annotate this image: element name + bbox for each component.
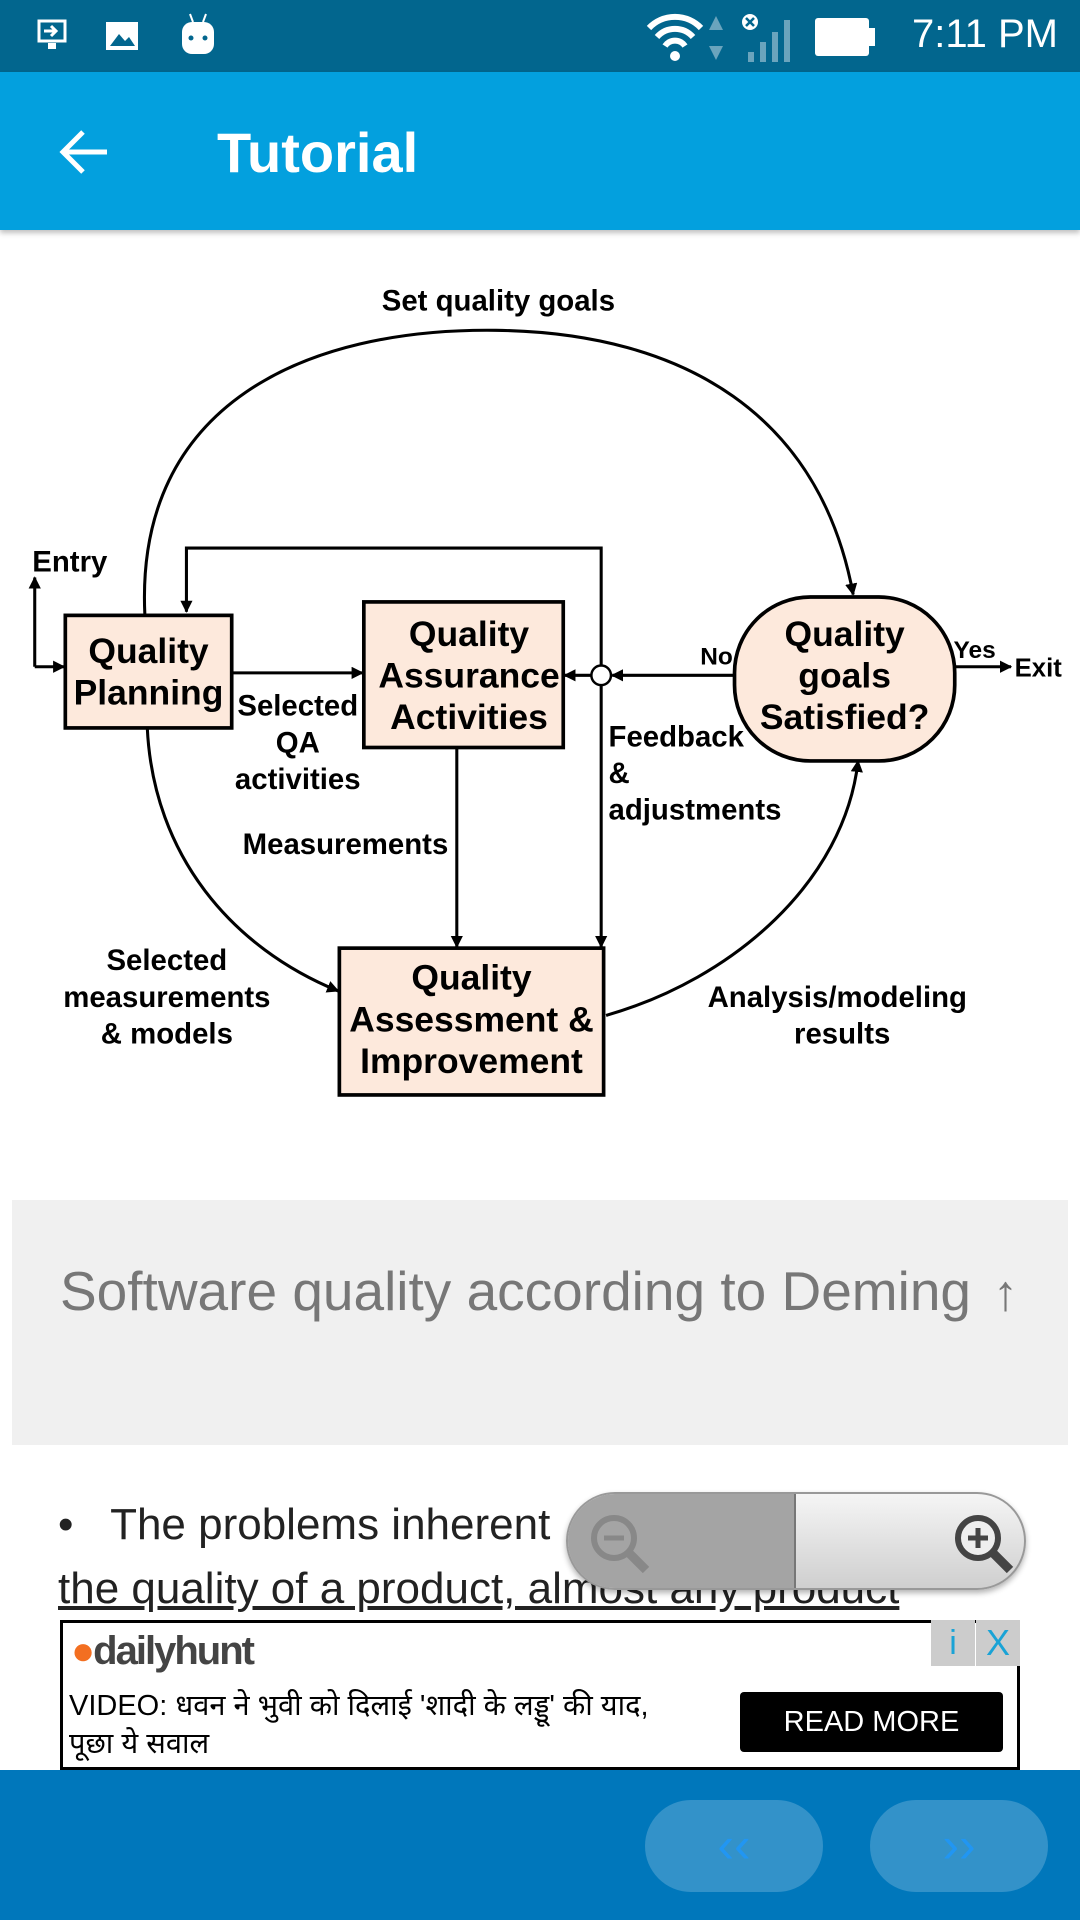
qa-label: Assurance	[378, 656, 559, 696]
close-ad-button[interactable]: X	[976, 1620, 1020, 1666]
analysis-label: results	[794, 1018, 890, 1051]
section-heading-text: Software quality according to Deming	[60, 1260, 972, 1322]
selected-measurements-label: Selected	[106, 944, 227, 977]
label-set-goals: Set quality goals	[382, 285, 615, 318]
zoom-out-button[interactable]	[568, 1494, 796, 1588]
qa-label: Quality	[409, 614, 530, 654]
page-title: Tutorial	[217, 121, 419, 184]
planning-label: Quality	[88, 631, 209, 671]
feedback-junction	[590, 664, 613, 687]
app-bar: Tutorial	[0, 72, 1080, 230]
zoom-out-icon	[591, 1515, 650, 1574]
set-goals-arc	[142, 328, 858, 615]
selected-qa-label: Selected	[237, 690, 358, 723]
quality-process-diagram: Set quality goals Entry Quality Planning…	[28, 285, 1063, 1097]
selected-measurements-label: measurements	[63, 981, 270, 1014]
next-button[interactable]: ››	[870, 1800, 1048, 1892]
battery-icon	[815, 18, 875, 56]
arrow-up-icon[interactable]: ↑	[993, 1265, 1019, 1321]
dailyhunt-logo: ●dailyhunt	[71, 1629, 255, 1673]
data-arrows-icon	[709, 16, 723, 60]
selected-qa-label: activities	[235, 763, 361, 796]
goals-label: Quality	[785, 614, 906, 654]
clock: 7:11 PM	[912, 12, 1058, 56]
assessment-label: Quality	[411, 958, 532, 998]
info-icon[interactable]: i	[931, 1620, 975, 1666]
arrow-left-icon[interactable]	[55, 122, 115, 182]
zoom-control	[566, 1492, 1026, 1590]
no-label: No	[700, 643, 733, 670]
analysis-arc	[605, 759, 863, 1017]
analysis-label: Analysis/modeling	[708, 981, 967, 1014]
bottom-nav: ‹‹ ››	[0, 1770, 1080, 1920]
feedback-label: Feedback	[609, 720, 745, 753]
qa-label: Activities	[390, 697, 548, 737]
planning-label: Planning	[74, 673, 224, 713]
wifi-icon	[646, 13, 704, 61]
zoom-in-button[interactable]	[796, 1494, 1024, 1588]
status-bar: 7:11 PM	[0, 0, 1080, 72]
selected-measurements-label: & models	[101, 1018, 233, 1051]
assessment-box	[337, 946, 606, 1097]
selected-measurements-arc	[145, 727, 340, 993]
zoom-in-icon	[955, 1515, 1014, 1574]
goals-decision	[732, 595, 957, 763]
exit-label: Exit	[1015, 655, 1063, 683]
assessment-label: Improvement	[360, 1041, 583, 1081]
ad-text[interactable]: VIDEO: धवन ने भुवी को दिलाई 'शादी के लड्…	[69, 1690, 649, 1760]
section-heading: Software quality according to Deming ↑	[12, 1200, 1068, 1445]
feedback-label: &	[609, 757, 630, 790]
quality-planning-box	[63, 613, 234, 730]
android-icon	[182, 13, 214, 54]
signal-icon	[742, 14, 790, 62]
qa-activities-box	[361, 600, 566, 750]
feedback-to-planning-arrow	[180, 546, 603, 666]
goals-label: goals	[798, 656, 891, 696]
screen-cast-icon	[37, 19, 67, 49]
goals-label: Satisfied?	[760, 697, 929, 737]
label-entry: Entry	[32, 545, 108, 578]
bullet-item: • The problems inherent	[58, 1500, 551, 1549]
assessment-label: Assessment &	[349, 999, 593, 1039]
measurements-label: Measurements	[243, 828, 449, 861]
ad-banner[interactable]: ●dailyhunt i X VIDEO: धवन ने भुवी को दिल…	[60, 1620, 1020, 1770]
yes-label: Yes	[954, 637, 996, 664]
feedback-label: adjustments	[609, 794, 782, 827]
body-text: The problems inherent	[110, 1500, 551, 1549]
read-more-button[interactable]: READ MORE	[740, 1692, 1003, 1752]
image-icon	[106, 22, 138, 50]
selected-qa-label: QA	[276, 726, 320, 759]
previous-button[interactable]: ‹‹	[645, 1800, 823, 1892]
